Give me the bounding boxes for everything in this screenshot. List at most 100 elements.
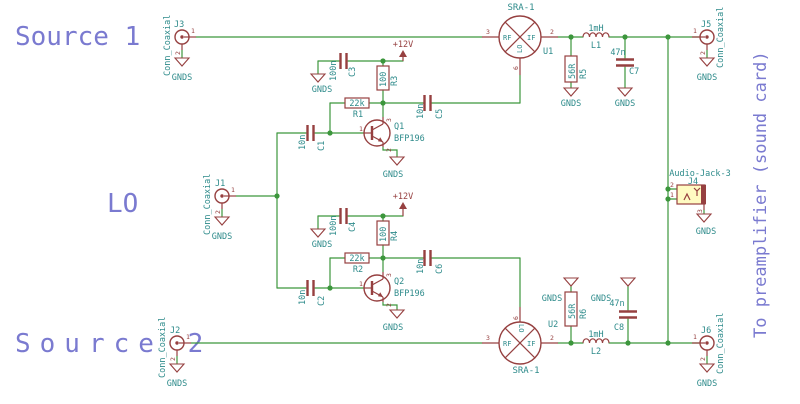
value-r6: 56R bbox=[568, 303, 578, 319]
gnds-label: GNDS bbox=[542, 294, 562, 304]
pin-1: 1 bbox=[693, 333, 697, 341]
pin-2: 2 bbox=[550, 334, 554, 342]
pin-6: 6 bbox=[512, 66, 520, 70]
value-q2: BFP196 bbox=[394, 289, 425, 299]
pin-2: 2 bbox=[385, 303, 393, 307]
gnds-symbol bbox=[173, 57, 191, 67]
pin-2: 2 bbox=[214, 210, 222, 214]
pin-1: 1 bbox=[670, 191, 674, 199]
port-lo: LO bbox=[516, 45, 524, 53]
gnds-label: GNDS bbox=[172, 73, 192, 83]
resistor-r4: 100 R4 bbox=[376, 220, 400, 246]
value-j4: Audio-Jack-3 bbox=[669, 169, 730, 179]
gnds-symbol bbox=[388, 156, 406, 166]
gnds-symbol bbox=[698, 57, 716, 67]
value-r4: 100 bbox=[379, 227, 389, 242]
capacitor-c6: 10n C6 bbox=[416, 250, 445, 274]
gnds-label: GNDS bbox=[696, 227, 716, 237]
ref-l1: L1 bbox=[591, 41, 601, 51]
pin-2: 2 bbox=[385, 148, 393, 152]
ref-j3: J3 bbox=[174, 20, 184, 30]
connector-j2: GNDS J2 Conn_Coaxial 1 2 bbox=[158, 317, 191, 389]
ref-q1: Q1 bbox=[394, 122, 404, 132]
ref-r2: R2 bbox=[353, 265, 363, 275]
power-label: +12V bbox=[393, 40, 413, 50]
resistor-r3: 100 R3 bbox=[376, 65, 400, 91]
ref-c1: C1 bbox=[317, 141, 327, 151]
value-c7: 47n bbox=[610, 48, 625, 58]
pin-6: 6 bbox=[512, 316, 520, 320]
pin-3: 3 bbox=[486, 28, 490, 36]
gnds-label: GNDS bbox=[383, 170, 403, 180]
value-j2: Conn_Coaxial bbox=[158, 317, 168, 378]
capacitor-c8: GNDS 47n C8 bbox=[591, 277, 637, 333]
resistor-r6: GNDS 56R R6 bbox=[542, 277, 589, 327]
label-source2: Source 2 bbox=[15, 329, 212, 359]
inductor-l2: 1mH L2 bbox=[582, 330, 610, 357]
capacitor-c3: GNDS 100n C3 bbox=[309, 53, 358, 95]
gnds-label: GNDS bbox=[212, 232, 232, 242]
pin-3: 3 bbox=[385, 273, 393, 277]
gnds-symbol bbox=[388, 309, 406, 319]
gnds-label: GNDS bbox=[591, 294, 611, 304]
gnds-symbol bbox=[619, 277, 637, 287]
port-lo: LO bbox=[517, 324, 525, 332]
port-rf: RF bbox=[503, 340, 511, 348]
value-r1: 22k bbox=[349, 99, 364, 109]
pin-2: 2 bbox=[174, 51, 182, 55]
port-if: IF bbox=[527, 340, 535, 348]
value-q1: BFP196 bbox=[394, 134, 425, 144]
label-source1: Source 1 bbox=[15, 22, 140, 52]
label-lo: LO bbox=[107, 189, 138, 219]
capacitor-c4: GNDS 100n C4 bbox=[309, 208, 358, 250]
value-l1: 1mH bbox=[588, 24, 603, 34]
capacitor-c1: 10n C1 bbox=[298, 125, 327, 151]
gnds-symbol bbox=[309, 73, 327, 83]
pin-2: 2 bbox=[550, 28, 554, 36]
value-u1: SRA-1 bbox=[507, 3, 534, 13]
pin-1: 1 bbox=[191, 27, 195, 35]
gnds-label: GNDS bbox=[312, 240, 332, 250]
value-r2: 22k bbox=[349, 254, 364, 264]
value-r5: 56R bbox=[568, 63, 578, 79]
ref-u2: U2 bbox=[548, 320, 558, 330]
connector-j5: GNDS J5 Conn_Coaxial 1 2 bbox=[692, 7, 726, 83]
gnds-label: GNDS bbox=[383, 323, 403, 333]
ref-c3: C3 bbox=[348, 67, 358, 77]
ref-j4: J4 bbox=[688, 177, 698, 187]
gnds-label: GNDS bbox=[697, 73, 717, 83]
connector-j6: GNDS J6 Conn_Coaxial 1 2 bbox=[692, 313, 726, 389]
pin-2: 2 bbox=[699, 51, 707, 55]
pin-1: 1 bbox=[359, 125, 363, 133]
pin-2: 2 bbox=[169, 357, 177, 361]
value-j5: Conn_Coaxial bbox=[716, 7, 726, 68]
gnds-label: GNDS bbox=[697, 379, 717, 389]
mixer-u1: SRA-1 U1 RF IF LO 3 2 6 bbox=[482, 3, 558, 75]
gnds-symbol bbox=[562, 87, 580, 97]
label-output-note: To preamplifier (sound card) bbox=[751, 51, 771, 338]
gnds-symbol bbox=[616, 87, 634, 97]
ref-u1: U1 bbox=[543, 47, 553, 57]
gnds-symbol bbox=[695, 213, 713, 223]
ref-c5: C5 bbox=[435, 109, 445, 119]
capacitor-c5: 10n C5 bbox=[416, 95, 445, 119]
ref-r4: R4 bbox=[390, 231, 400, 241]
ref-j5: J5 bbox=[701, 20, 711, 30]
ref-c7: C7 bbox=[629, 67, 639, 77]
power-12v-bottom: +12V bbox=[393, 192, 413, 216]
gnds-label: GNDS bbox=[615, 99, 635, 109]
value-c2: 10n bbox=[298, 290, 308, 305]
ref-r6: R6 bbox=[579, 309, 589, 319]
value-r3: 100 bbox=[379, 72, 389, 87]
ref-q2: Q2 bbox=[394, 277, 404, 287]
transistor-q1: GNDS Q1 BFP196 1 3 2 bbox=[359, 117, 425, 180]
gnds-symbol bbox=[562, 277, 580, 287]
audio-jack-j4: GNDS Audio-Jack-3 J4 2 1 3 bbox=[669, 169, 730, 237]
capacitor-c2: 10n C2 bbox=[298, 280, 327, 306]
ref-r1: R1 bbox=[353, 110, 363, 120]
gnds-label: GNDS bbox=[561, 99, 581, 109]
pin-1: 1 bbox=[359, 280, 363, 288]
value-c5: 10n bbox=[416, 104, 426, 119]
gnds-symbol bbox=[698, 363, 716, 373]
